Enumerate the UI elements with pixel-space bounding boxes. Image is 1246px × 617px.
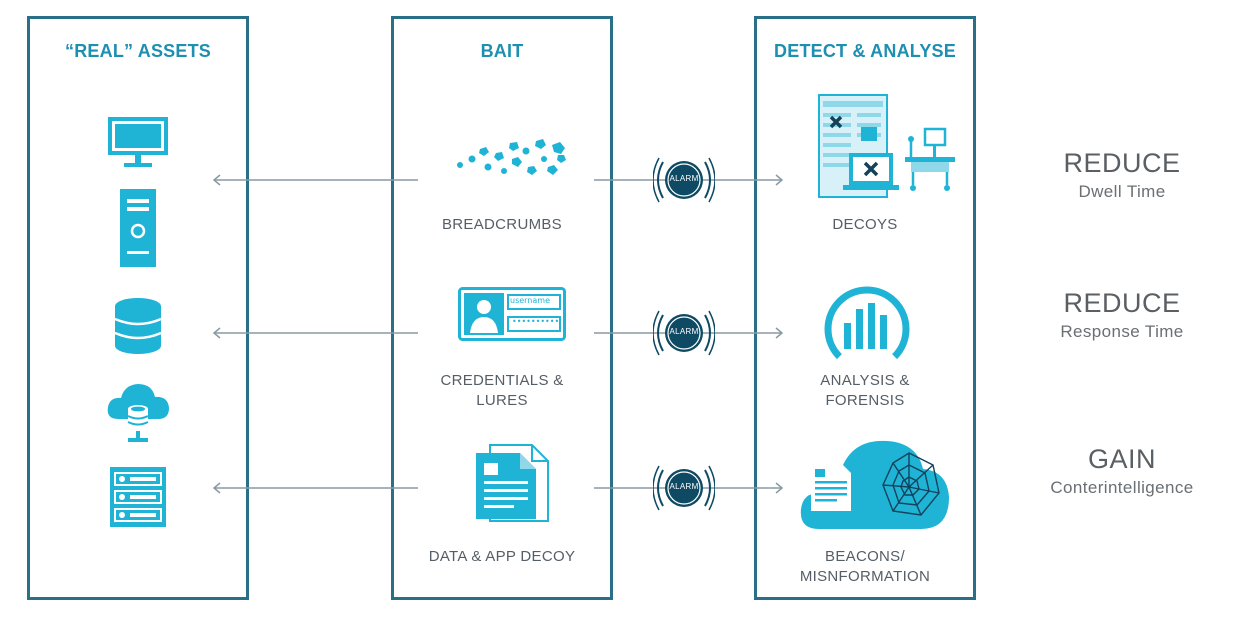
real-assets-title: “REAL” ASSETS — [65, 41, 211, 61]
cloud-web-icon — [800, 440, 949, 529]
analysis-label-line2: FORENSIS — [825, 392, 905, 409]
tower-pc-icon — [120, 189, 156, 267]
alarm-text: ALARM — [669, 482, 699, 491]
monitor-icon — [108, 117, 168, 167]
outcome-counterintelligence-sub: Conterintelligence — [1050, 478, 1194, 497]
decoys-label: DECOYS — [832, 216, 898, 233]
analysis-label-line1: ANALYSIS & — [820, 372, 910, 389]
outcome-reduce-response-head: REDUCE — [1063, 288, 1181, 318]
real-assets-panel: “REAL” ASSETS — [27, 16, 249, 600]
beacons-label-line1: BEACONS/ — [825, 548, 905, 565]
detect-analyse-panel: DETECT & ANALYSE DECOYS — [754, 16, 976, 600]
arrow-datadecoy-to-assets — [212, 482, 418, 494]
alarm-icon — [653, 157, 715, 203]
bait-panel: BAIT BREADCRUMBS — [391, 16, 613, 600]
credential-card-icon — [458, 287, 566, 341]
outcome-reduce-dwell-head: REDUCE — [1063, 148, 1181, 178]
arrow-credentials-to-assets — [212, 327, 418, 339]
password-mask: •••••••••• — [512, 317, 560, 326]
alarm-text: ALARM — [669, 327, 699, 336]
credential-card: username •••••••••• — [458, 287, 566, 341]
alarm-badge: ALARM — [653, 303, 715, 363]
breadcrumbs-label: BREADCRUMBS — [442, 216, 562, 233]
alarm-text: ALARM — [669, 174, 699, 183]
detect-analyse-title: DETECT & ANALYSE — [774, 41, 956, 61]
beacons-label-line2: MISNFORMATION — [799, 568, 931, 585]
username-field-text: username — [510, 296, 550, 305]
outcome-dwell-time-sub: Dwell Time — [1078, 182, 1166, 201]
alarm-icon — [653, 465, 715, 511]
outcome-response-time-sub: Response Time — [1060, 322, 1184, 341]
breadcrumbs-icon — [457, 139, 566, 175]
alarm-badge: ALARM — [653, 458, 715, 518]
alarm-badge: ALARM — [653, 150, 715, 210]
outcome-gain-head: GAIN — [1087, 444, 1156, 474]
arrow-breadcrumbs-to-assets — [212, 174, 418, 186]
credentials-label-line1: CREDENTIALS & — [440, 372, 564, 389]
bait-title: BAIT — [480, 41, 524, 61]
alarm-icon — [653, 310, 715, 356]
document-icon — [476, 444, 549, 522]
server-rack-icon — [110, 467, 166, 527]
database-icon — [114, 298, 162, 354]
data-app-decoy-label: DATA & APP DECOY — [428, 548, 576, 565]
credentials-label-line2: LURES — [476, 392, 528, 409]
decoy-devices-icon — [818, 94, 955, 198]
analytics-gauge-icon — [824, 286, 910, 360]
cloud-database-icon — [107, 384, 169, 442]
